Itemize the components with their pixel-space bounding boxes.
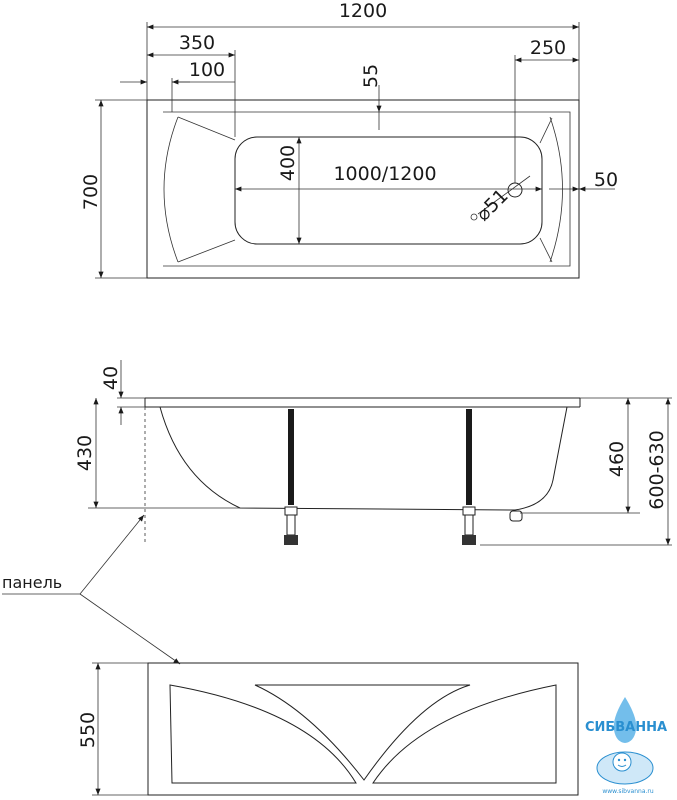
dim-inner-depth: 460 (606, 441, 628, 477)
tub-body-side (159, 406, 568, 511)
dim-inner-width: 400 (277, 145, 299, 181)
panel-center-petal (254, 684, 471, 781)
dim-inner-length: 1000/1200 (333, 163, 436, 185)
drain-icon (507, 182, 523, 198)
water-drop-icon (613, 697, 637, 743)
dim-drain: ⌀51 (472, 185, 513, 226)
logo-name: СИБВАННА (585, 720, 667, 735)
dim-left-rim: 100 (189, 59, 225, 81)
tub-rim-lines (177, 116, 553, 263)
panel-label: панель (2, 573, 62, 592)
dim-rim-height: 40 (100, 366, 122, 390)
drain-siphon (509, 510, 523, 522)
dim-left-offset: 350 (179, 32, 215, 54)
front-panel: 550 (77, 662, 579, 796)
dim-rim-top: 55 (360, 64, 382, 88)
tub-left-curve (163, 116, 179, 263)
panel-callout: панель (2, 514, 181, 665)
dim-width: 700 (80, 174, 102, 210)
dim-right-offset: 250 (530, 37, 566, 59)
brand-logo: СИБВАННА www.sibvanna.ru (585, 697, 667, 795)
panel-outline (147, 662, 579, 796)
dim-depth: 430 (74, 435, 96, 471)
side-view: 40 430 460 600-630 (74, 360, 672, 546)
tub-right-curve (549, 116, 563, 263)
panel-right-petal (372, 684, 557, 784)
panel-left-petal (169, 684, 357, 784)
dim-total-height: 600-630 (646, 430, 668, 509)
mascot-face-icon (612, 752, 632, 772)
logo-url: www.sibvanna.ru (602, 788, 654, 795)
dim-right-rim: 50 (594, 169, 618, 191)
dim-total-length: 1200 (339, 0, 387, 22)
dim-panel-height: 550 (77, 712, 99, 748)
top-view: 1200 350 100 55 250 700 400 1000/1200 ⌀5… (80, 0, 618, 279)
leg-right (462, 409, 476, 545)
overflow-icon (470, 213, 478, 221)
leg-left (284, 409, 298, 545)
